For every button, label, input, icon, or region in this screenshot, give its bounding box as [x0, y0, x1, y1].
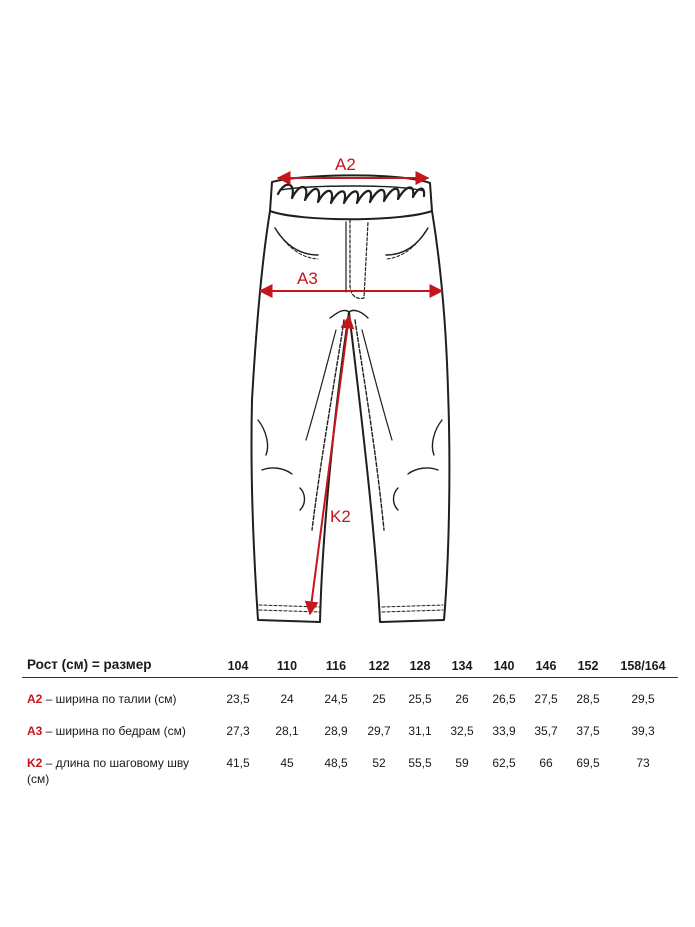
- table-row: K2 – длина по шаговому шву (см) 41,5 45 4…: [22, 755, 678, 789]
- header-size: 110: [276, 659, 298, 673]
- table-cell: 37,5: [576, 724, 600, 738]
- header-size: 146: [535, 659, 557, 673]
- table-cell: 24: [280, 692, 294, 706]
- measurement-k2: K2: [304, 314, 355, 616]
- header-size: 128: [409, 659, 431, 673]
- table-cell: 28,9: [324, 724, 348, 738]
- table-cell: 25,5: [408, 692, 432, 706]
- measurement-a2: A2: [276, 155, 430, 185]
- header-size: 134: [451, 659, 473, 673]
- table-header-row: Рост (см) = размер 104 110 116 122 128 1…: [22, 655, 678, 678]
- header-size: 122: [368, 659, 390, 673]
- row-description: – длина по шаговому шву: [42, 756, 189, 770]
- table-cell: 27,5: [534, 692, 558, 706]
- row-code: A3: [27, 724, 43, 738]
- header-size: 116: [325, 659, 347, 673]
- table-cell: 39,3: [631, 724, 655, 738]
- table-cell: 23,5: [226, 692, 250, 706]
- row-description: – ширина по талии (см): [42, 692, 177, 706]
- table-cell: 32,5: [450, 724, 474, 738]
- label-a3: A3: [297, 269, 318, 288]
- table-cell: 27,3: [226, 724, 250, 738]
- table-row: A3 – ширина по бедрам (см) 27,3 28,1 28,…: [22, 723, 678, 739]
- table-cell: 33,9: [492, 724, 516, 738]
- table-cell: 28,5: [576, 692, 600, 706]
- table-cell: 28,1: [275, 724, 299, 738]
- size-table: Рост (см) = размер 104 110 116 122 128 1…: [22, 655, 678, 789]
- table-cell: 31,1: [408, 724, 432, 738]
- table-cell: 35,7: [534, 724, 558, 738]
- label-a2: A2: [335, 155, 356, 174]
- table-cell: 24,5: [324, 692, 348, 706]
- header-label: Рост (см) = размер: [27, 657, 152, 672]
- table-cell: 59: [455, 756, 469, 770]
- table-cell: 29,7: [367, 724, 391, 738]
- row-label: K2 – длина по шаговому шву (см): [27, 755, 189, 787]
- table-row: A2 – ширина по талии (см) 23,5 24 24,5 2…: [22, 691, 678, 707]
- row-label: A2 – ширина по талии (см): [27, 691, 177, 707]
- table-cell: 69,5: [576, 756, 600, 770]
- table-cell: 52: [372, 756, 386, 770]
- table-cell: 73: [636, 756, 650, 770]
- pants-diagram: A2 A3 K2: [250, 155, 451, 623]
- measurement-a3: A3: [258, 269, 444, 298]
- table-cell: 55,5: [408, 756, 432, 770]
- header-size: 152: [577, 659, 599, 673]
- header-size: 158/164: [620, 659, 666, 673]
- table-cell: 26: [455, 692, 469, 706]
- pants-outline: [250, 174, 451, 623]
- row-label: A3 – ширина по бедрам (см): [27, 723, 186, 739]
- table-cell: 26,5: [492, 692, 516, 706]
- header-size: 104: [227, 659, 249, 673]
- table-cell: 29,5: [631, 692, 655, 706]
- label-k2: K2: [330, 507, 351, 526]
- table-cell: 25: [372, 692, 386, 706]
- row-code: K2: [27, 756, 43, 770]
- row-description: – ширина по бедрам (см): [42, 724, 186, 738]
- table-cell: 66: [539, 756, 553, 770]
- table-cell: 41,5: [226, 756, 250, 770]
- header-size: 140: [493, 659, 515, 673]
- table-cell: 62,5: [492, 756, 516, 770]
- table-cell: 45: [280, 756, 294, 770]
- table-cell: 48,5: [324, 756, 348, 770]
- row-description-unit: (см): [27, 772, 50, 786]
- row-code: A2: [27, 692, 43, 706]
